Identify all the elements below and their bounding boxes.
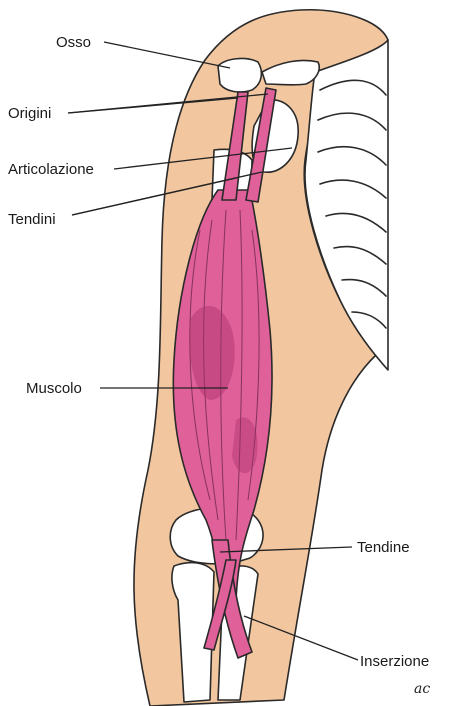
label-articolazione: Articolazione — [8, 161, 94, 178]
label-origini: Origini — [8, 105, 51, 122]
artist-signature: ac — [414, 681, 430, 697]
scapula-process — [218, 59, 261, 92]
label-tendini: Tendini — [8, 211, 56, 228]
label-tendine: Tendine — [357, 539, 410, 556]
label-inserzione: Inserzione — [360, 653, 429, 670]
label-osso: Osso — [56, 34, 91, 51]
label-muscolo: Muscolo — [26, 380, 82, 397]
